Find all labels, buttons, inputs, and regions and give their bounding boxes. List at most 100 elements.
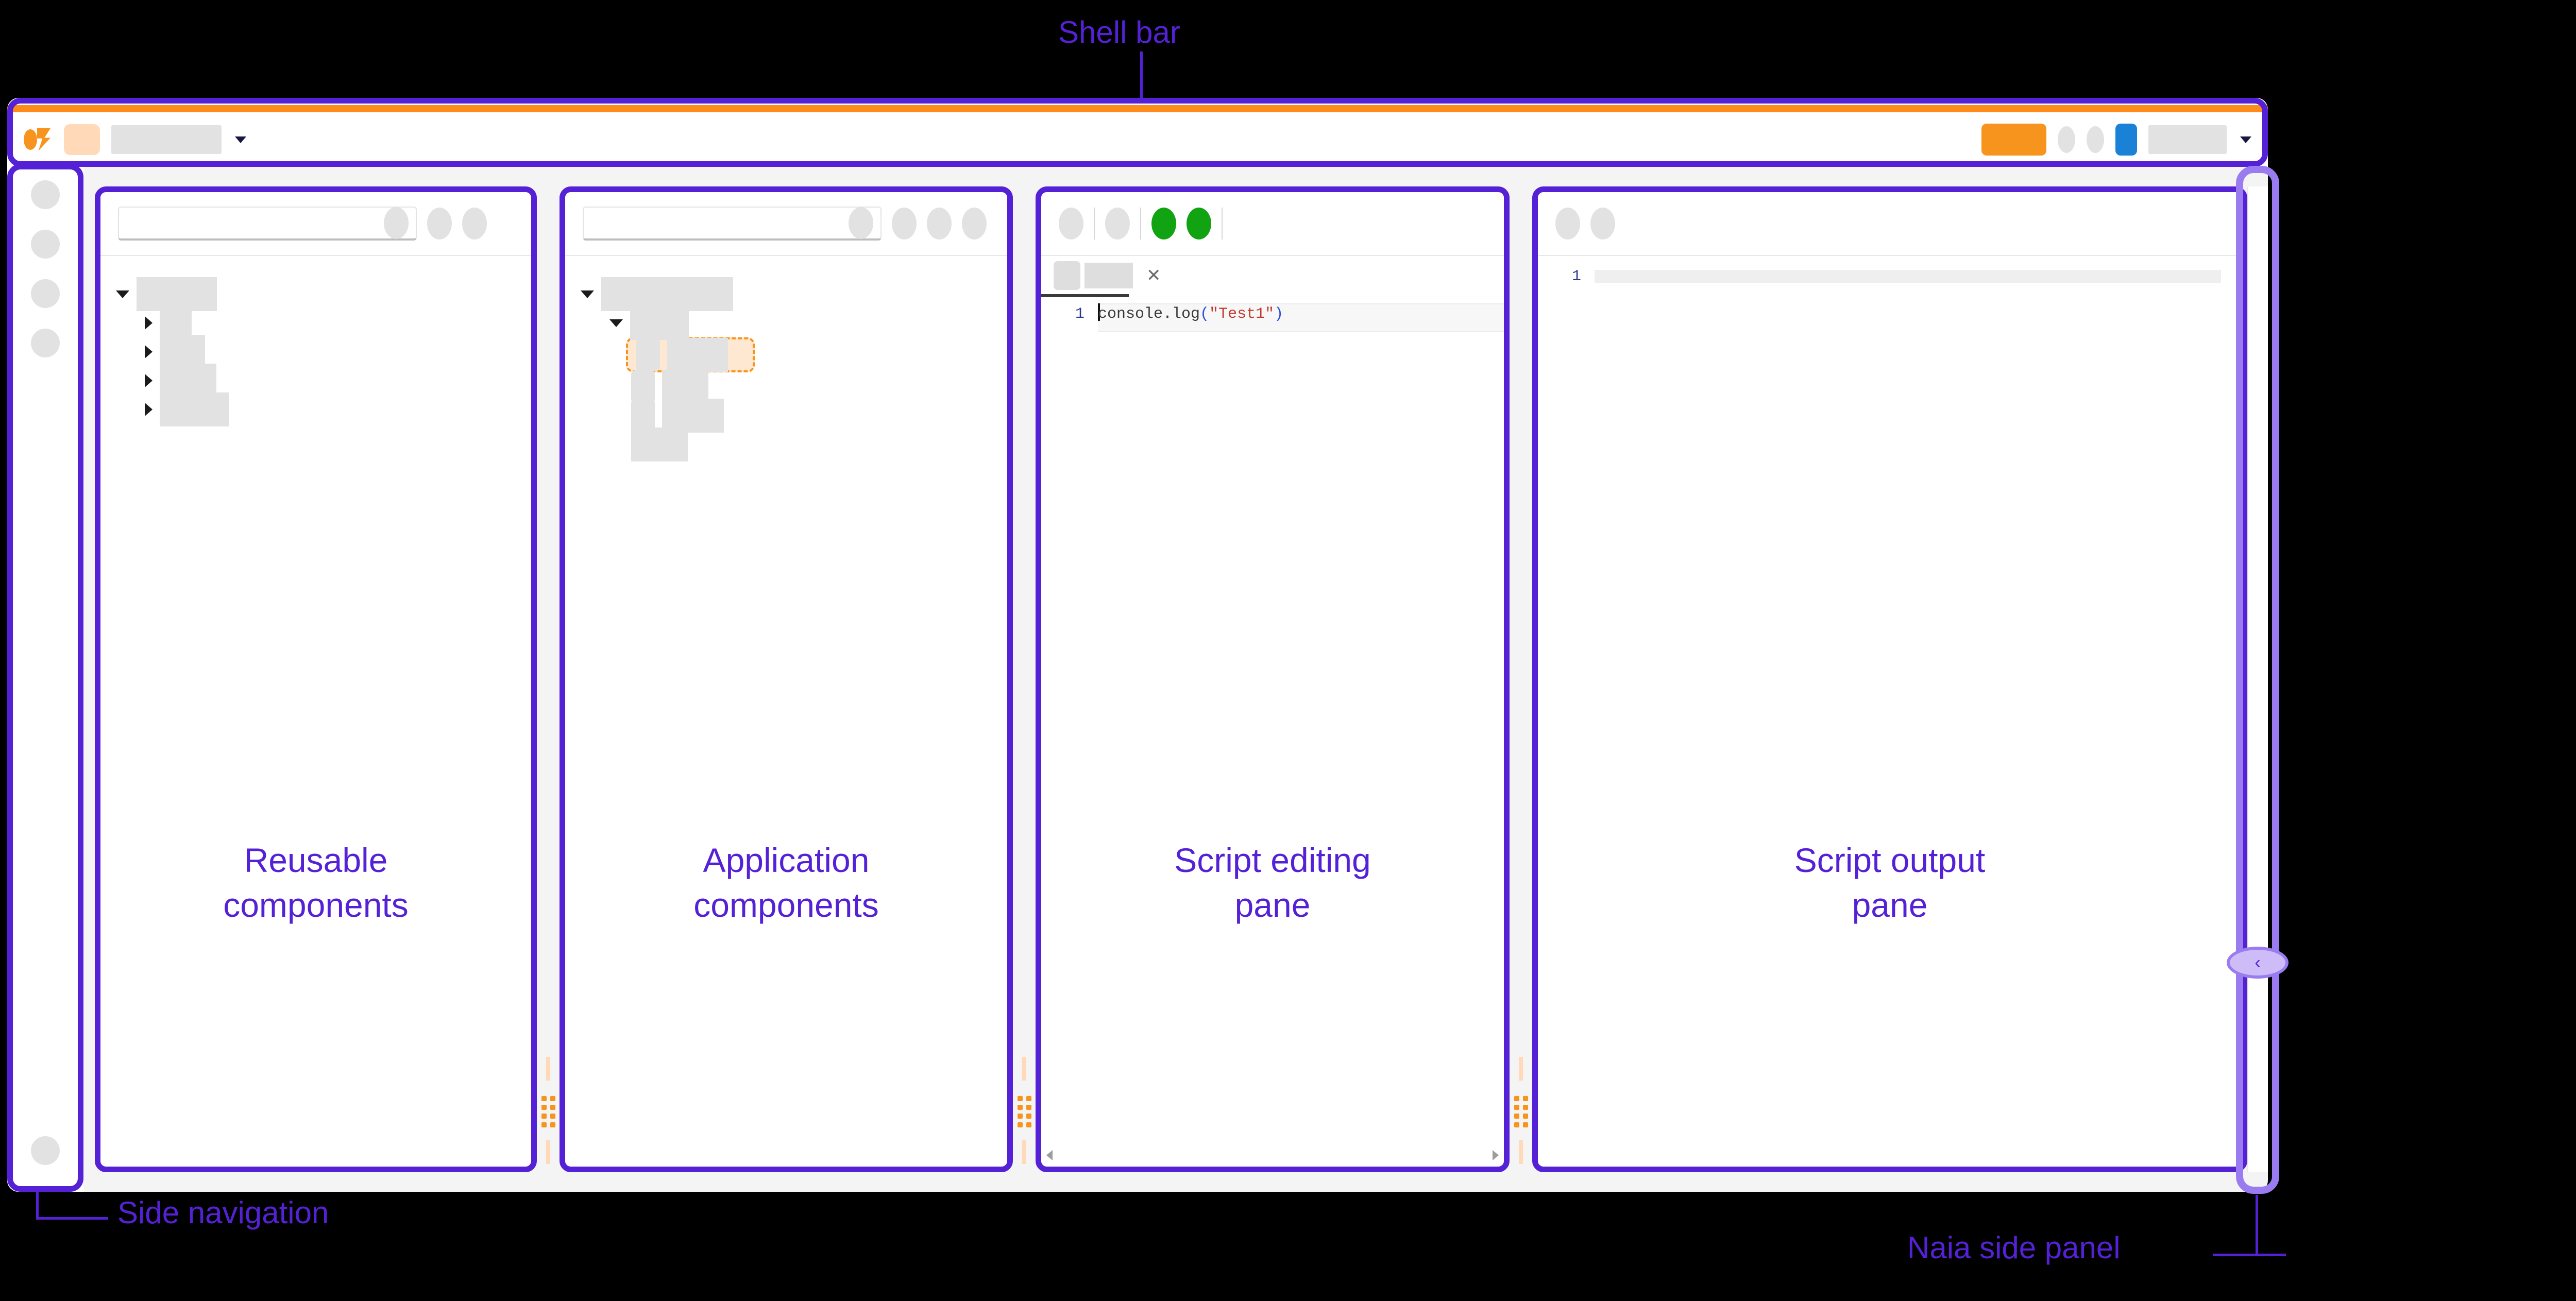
editor-action-2[interactable] bbox=[1105, 208, 1130, 239]
pane-toolbar bbox=[1041, 192, 1504, 256]
tree-row[interactable] bbox=[565, 427, 1007, 461]
caret-right-icon[interactable] bbox=[145, 345, 152, 358]
annotation-shell-bar-leader bbox=[1140, 52, 1143, 99]
pane-caption-line-1: Application bbox=[703, 841, 870, 879]
caret-down-icon[interactable] bbox=[609, 319, 623, 327]
product-chip[interactable] bbox=[64, 124, 100, 155]
naia-collapse-button[interactable]: ‹ bbox=[2227, 947, 2289, 979]
component-icon bbox=[631, 370, 655, 403]
pane-wrapper-application: Application components bbox=[560, 186, 1036, 1172]
code-token-call: console.log bbox=[1098, 305, 1200, 323]
caret-down-icon[interactable] bbox=[116, 290, 129, 298]
toolbar-action-1[interactable] bbox=[892, 208, 917, 239]
tab-label bbox=[1084, 263, 1133, 288]
sidebar-item-2[interactable] bbox=[31, 230, 60, 259]
file-icon bbox=[1054, 261, 1080, 290]
chevron-down-icon[interactable] bbox=[2240, 136, 2251, 143]
component-tree bbox=[100, 256, 531, 426]
output-action-1[interactable] bbox=[1555, 208, 1580, 239]
toolbar-icon-2[interactable] bbox=[2087, 126, 2104, 153]
output-action-2[interactable] bbox=[1590, 208, 1615, 239]
tree-row[interactable] bbox=[565, 277, 1007, 311]
tree-row-selected[interactable] bbox=[626, 337, 755, 372]
toolbar-divider bbox=[1094, 208, 1095, 239]
toolbar-divider bbox=[1222, 208, 1223, 239]
pane-resize-handle[interactable] bbox=[537, 186, 560, 1172]
pane-wrapper-script-editing: ✕ 1 console.log("Test1") bbox=[1036, 186, 1532, 1172]
caret-right-icon[interactable] bbox=[145, 403, 152, 416]
tree-label bbox=[137, 277, 217, 311]
run-all-icon[interactable] bbox=[1187, 208, 1211, 239]
annotation-shell-bar: Shell bar bbox=[1058, 15, 1180, 49]
pane-caption: Script output pane bbox=[1538, 838, 2242, 928]
tree-row[interactable] bbox=[100, 277, 531, 311]
search-input[interactable] bbox=[118, 207, 417, 241]
scroll-right-icon[interactable] bbox=[1493, 1150, 1499, 1160]
code-token-string: "Test1" bbox=[1209, 305, 1275, 323]
editor-tabstrip: ✕ bbox=[1041, 256, 1504, 297]
application-body: Reusable components bbox=[7, 167, 2268, 1192]
tree-row[interactable] bbox=[100, 335, 531, 369]
close-icon[interactable]: ✕ bbox=[1146, 266, 1161, 285]
pane-caption-line-1: Reusable bbox=[244, 841, 388, 879]
toolbar-action-2[interactable] bbox=[462, 208, 487, 239]
pane-caption: Application components bbox=[565, 838, 1007, 928]
sidebar-item-4[interactable] bbox=[31, 329, 60, 357]
component-tree bbox=[565, 256, 1007, 461]
pane-caption: Script editing pane bbox=[1041, 838, 1504, 928]
horizontal-scroll-indicators[interactable] bbox=[1046, 1148, 1499, 1162]
tree-row[interactable] bbox=[565, 370, 1007, 404]
caret-down-icon[interactable] bbox=[581, 290, 594, 298]
tree-row[interactable] bbox=[100, 392, 531, 426]
line-number: 1 bbox=[1075, 305, 1084, 323]
run-script-icon[interactable] bbox=[1151, 208, 1176, 239]
tree-row[interactable] bbox=[565, 306, 1007, 340]
search-icon[interactable] bbox=[849, 207, 873, 239]
tree-label bbox=[160, 335, 205, 369]
scroll-left-icon[interactable] bbox=[1046, 1150, 1053, 1160]
editor-tab[interactable] bbox=[1054, 261, 1133, 290]
code-editor[interactable]: 1 console.log("Test1") bbox=[1041, 295, 1504, 332]
pane-wrapper-script-output: 1 Script output pane bbox=[1532, 186, 2247, 1172]
annotation-side-nav-leader-v bbox=[36, 1185, 39, 1220]
tree-row[interactable] bbox=[100, 306, 531, 340]
primary-action-button[interactable] bbox=[1981, 124, 2046, 156]
sidebar-item-1[interactable] bbox=[31, 180, 60, 209]
tree-label bbox=[601, 277, 733, 311]
caret-right-icon[interactable] bbox=[145, 316, 152, 330]
pane-resize-handle[interactable] bbox=[1510, 186, 1532, 1172]
pane-toolbar bbox=[565, 192, 1007, 256]
toolbar-divider bbox=[1140, 208, 1141, 239]
editor-action-1[interactable] bbox=[1059, 208, 1083, 239]
chevron-down-icon[interactable] bbox=[235, 136, 246, 143]
pane-wrapper-reusable: Reusable components bbox=[95, 186, 560, 1172]
search-input[interactable] bbox=[583, 207, 882, 241]
pane-script-output: 1 Script output pane bbox=[1532, 186, 2247, 1172]
toolbar-action-3[interactable] bbox=[962, 208, 987, 239]
annotation-side-nav-leader-h bbox=[36, 1217, 108, 1220]
search-icon[interactable] bbox=[384, 207, 409, 239]
pane-caption-line-2: pane bbox=[1852, 886, 1928, 925]
application-window: Reusable components bbox=[7, 98, 2268, 1192]
sidebar-item-settings[interactable] bbox=[31, 1136, 60, 1165]
pane-strip: Reusable components bbox=[83, 167, 2268, 1192]
tree-row[interactable] bbox=[100, 364, 531, 398]
pane-resize-handle[interactable] bbox=[1013, 186, 1036, 1172]
code-text[interactable]: console.log("Test1") bbox=[1098, 303, 1283, 323]
company-logo-icon[interactable] bbox=[24, 126, 53, 153]
tree-label bbox=[662, 370, 708, 404]
toolbar-icon-1[interactable] bbox=[2058, 126, 2075, 153]
naia-side-panel[interactable] bbox=[2247, 186, 2268, 1172]
sidebar-item-3[interactable] bbox=[31, 279, 60, 308]
toolbar-action-2[interactable] bbox=[927, 208, 952, 239]
code-line[interactable]: 1 console.log("Test1") bbox=[1041, 303, 1504, 330]
output-line: 1 bbox=[1538, 256, 2242, 290]
user-avatar[interactable] bbox=[2115, 124, 2137, 156]
pane-toolbar bbox=[100, 192, 531, 256]
component-icon bbox=[631, 399, 655, 432]
caret-right-icon[interactable] bbox=[145, 374, 152, 387]
code-token-open-paren: ( bbox=[1200, 305, 1210, 323]
tree-row[interactable] bbox=[565, 399, 1007, 433]
toolbar-action-1[interactable] bbox=[427, 208, 452, 239]
